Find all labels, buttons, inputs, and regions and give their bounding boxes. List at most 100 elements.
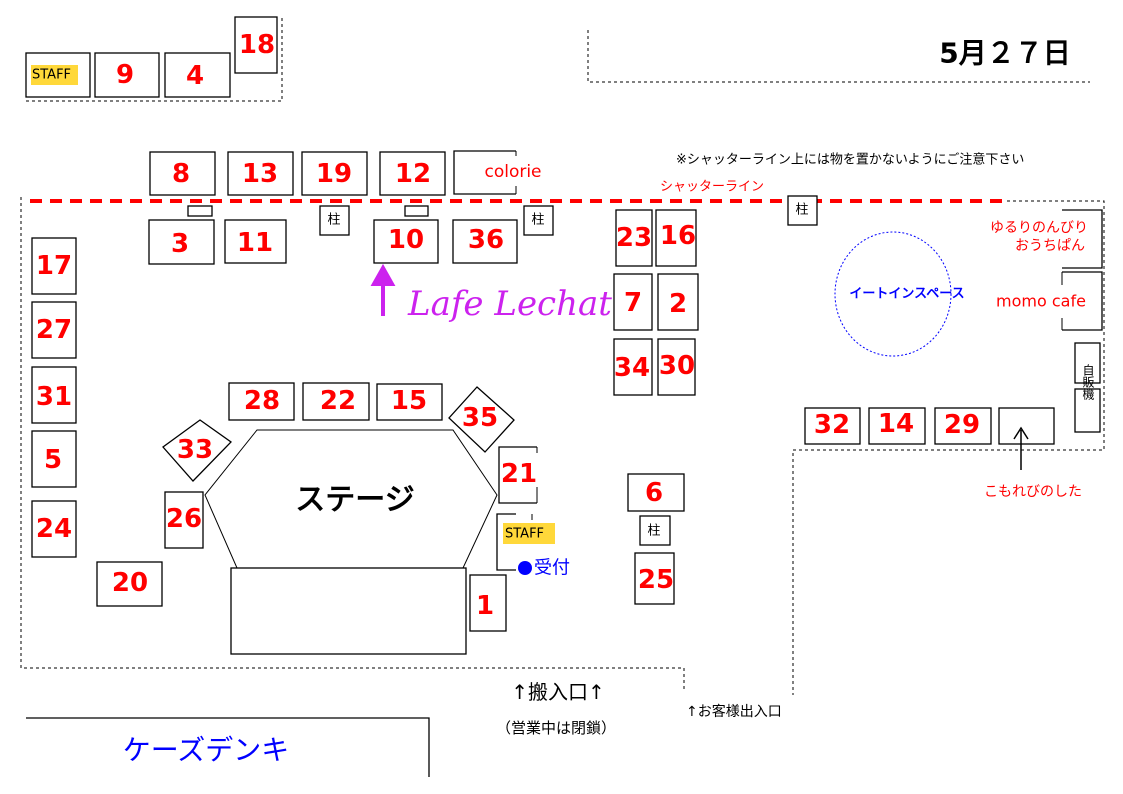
booth-30[interactable]: 30 <box>657 338 696 396</box>
reception-dot-icon <box>518 561 532 575</box>
svg-text:ゆるりのんびり: ゆるりのんびり <box>990 220 1088 236</box>
booth-19[interactable]: 19 <box>301 151 368 196</box>
svg-text:11: 11 <box>237 228 273 258</box>
booth-9[interactable]: 9 <box>94 52 160 98</box>
svg-text:柱: 柱 <box>795 203 808 218</box>
booth-yururi[interactable]: ゆるりのんびり おうちぱん <box>990 209 1103 269</box>
svg-text:STAFF: STAFF <box>505 527 544 542</box>
svg-text:ケーズデンキ: ケーズデンキ <box>123 734 290 767</box>
svg-text:20: 20 <box>112 568 148 598</box>
shutter-line-label: シャッターライン <box>660 180 764 195</box>
svg-text:30: 30 <box>659 351 695 381</box>
booth-4[interactable]: 4 <box>164 52 231 98</box>
booth-22[interactable]: 22 <box>302 382 370 421</box>
svg-text:4: 4 <box>186 61 204 91</box>
ks-denki-area: ケーズデンキ <box>26 717 430 777</box>
booth-24[interactable]: 24 <box>31 500 77 558</box>
booth-2[interactable]: 2 <box>657 273 699 331</box>
svg-text:34: 34 <box>614 353 650 383</box>
booth-21[interactable]: 21 <box>498 446 538 504</box>
svg-text:9: 9 <box>116 60 134 90</box>
booth-8[interactable]: 8 <box>149 151 216 196</box>
booth-35[interactable]: 35 <box>448 386 515 453</box>
svg-text:32: 32 <box>814 410 850 440</box>
svg-text:16: 16 <box>660 221 696 251</box>
customer-entrance-label[interactable]: ↑お客様出入口 <box>686 703 782 720</box>
pillar: 柱 <box>319 205 350 236</box>
svg-text:3: 3 <box>171 229 189 259</box>
svg-text:受付: 受付 <box>534 558 570 579</box>
booth-14[interactable]: 14 <box>868 407 926 445</box>
booth-17[interactable]: 17 <box>31 237 77 295</box>
svg-text:5: 5 <box>44 445 62 475</box>
booth-momo-cafe[interactable]: momo cafe <box>996 271 1103 331</box>
booth-31[interactable]: 31 <box>31 366 77 424</box>
booth-27[interactable]: 27 <box>31 301 77 359</box>
booth-33[interactable]: 33 <box>162 419 232 482</box>
area-boundaries <box>20 15 1105 695</box>
svg-text:31: 31 <box>36 382 72 412</box>
vending-machine: 自販機 <box>1074 342 1101 433</box>
arrow-up-icon <box>370 263 396 316</box>
booth-36[interactable]: 36 <box>452 219 518 264</box>
svg-text:おうちぱん: おうちぱん <box>1015 238 1085 254</box>
pillar: 柱 <box>523 205 554 236</box>
svg-text:柱: 柱 <box>531 213 544 228</box>
svg-text:STAFF: STAFF <box>32 68 71 83</box>
svg-text:19: 19 <box>316 159 352 189</box>
loading-entrance-label: ↑搬入口↑ <box>511 680 605 704</box>
booth-5[interactable]: 5 <box>31 430 77 488</box>
booth-23[interactable]: 23 <box>615 209 653 267</box>
booth-16[interactable]: 16 <box>655 209 697 267</box>
arrow-up-icon <box>1013 426 1029 470</box>
booth-11[interactable]: 11 <box>224 219 287 264</box>
booth-15[interactable]: 15 <box>376 383 443 421</box>
svg-text:イートインスペース: イートインスペース <box>849 287 964 302</box>
booth-colorie[interactable]: colorie <box>453 150 542 195</box>
svg-text:こもれびのした: こもれびのした <box>984 484 1082 500</box>
date-label: 5月２７日 <box>939 37 1070 70</box>
svg-text:momo cafe: momo cafe <box>996 292 1086 311</box>
booth-13[interactable]: 13 <box>227 151 294 196</box>
booth-12[interactable]: 12 <box>379 151 446 196</box>
booth-25[interactable]: 25 <box>634 552 675 605</box>
booth-komorebi[interactable]: こもれびのした <box>984 407 1082 500</box>
booth-29[interactable]: 29 <box>934 407 992 445</box>
booth-3[interactable]: 3 <box>148 219 215 265</box>
svg-text:15: 15 <box>391 386 427 416</box>
svg-text:33: 33 <box>177 435 213 465</box>
booth-20[interactable]: 20 <box>96 561 163 607</box>
booth-1[interactable]: 1 <box>469 574 507 632</box>
small-table <box>404 205 429 217</box>
cafe-lechat-marker[interactable]: Lafe Lechat <box>370 263 612 324</box>
svg-text:26: 26 <box>166 504 202 534</box>
pillar: 柱 <box>639 515 671 546</box>
svg-text:21: 21 <box>501 459 537 489</box>
booth-34[interactable]: 34 <box>613 338 653 396</box>
svg-text:colorie: colorie <box>484 162 541 182</box>
booth-10[interactable]: 10 <box>373 219 439 264</box>
staff-booth-top: STAFF <box>25 52 91 98</box>
booth-6[interactable]: 6 <box>627 473 685 512</box>
booth-28[interactable]: 28 <box>228 382 295 421</box>
booth-18[interactable]: 18 <box>234 16 278 74</box>
svg-text:27: 27 <box>36 315 72 345</box>
svg-text:Lafe Lechat: Lafe Lechat <box>407 284 612 324</box>
staff-reception: STAFF 受付 <box>496 513 570 579</box>
svg-text:36: 36 <box>468 225 504 255</box>
svg-text:2: 2 <box>669 289 687 319</box>
small-table <box>187 205 213 217</box>
svg-text:6: 6 <box>645 478 663 508</box>
booth-32[interactable]: 32 <box>804 407 861 445</box>
svg-text:7: 7 <box>624 288 642 318</box>
svg-text:29: 29 <box>944 410 980 440</box>
booth-7[interactable]: 7 <box>613 273 653 331</box>
svg-text:25: 25 <box>638 565 674 595</box>
svg-text:10: 10 <box>388 225 424 255</box>
stage: ステージ <box>204 429 498 655</box>
loading-entrance-note: （営業中は閉鎖） <box>496 719 616 737</box>
svg-text:17: 17 <box>36 251 72 281</box>
svg-text:35: 35 <box>462 403 498 433</box>
booth-26[interactable]: 26 <box>164 491 204 549</box>
